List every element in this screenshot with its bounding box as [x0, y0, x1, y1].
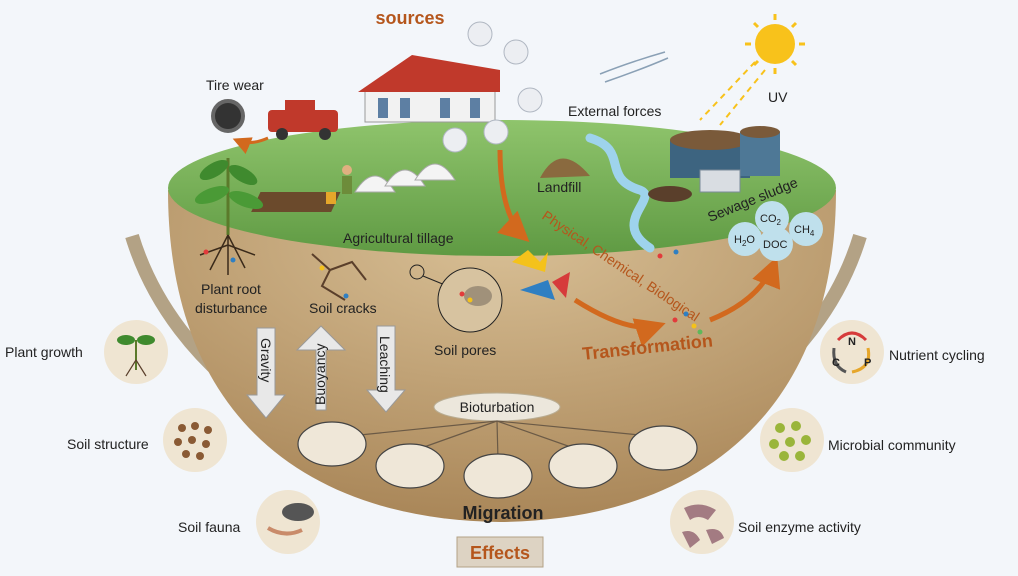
farmhouse-icon [358, 55, 500, 123]
nutrient-c-label: C [832, 357, 840, 369]
tire-wear-arrow [232, 136, 269, 154]
sun-icon [745, 14, 805, 74]
leaching-arrow: Leaching [365, 325, 407, 413]
soil-aggregate-dots [174, 422, 212, 460]
effects-label-box [456, 536, 544, 568]
microplastic-particles [203, 249, 703, 335]
soil-pore-small-icon [409, 264, 425, 280]
soil-pores-label: Soil pores [434, 342, 496, 358]
nutrient-p-label: P [864, 357, 871, 369]
soil-enzyme-activity-icon [670, 490, 734, 554]
gravity-label: Gravity [258, 338, 274, 382]
uv-label: UV [768, 89, 788, 105]
soil-organism-bubbles [297, 421, 698, 499]
greenhouse-icon [354, 163, 456, 193]
plant-growth-label: Plant growth [5, 344, 83, 360]
to-products-arrow [709, 256, 781, 323]
transformation-arrow [573, 297, 666, 347]
enzyme-shapes [682, 504, 724, 548]
soil-cracks-label: Soil cracks [309, 300, 377, 316]
uv-rays [699, 61, 766, 126]
sludge-pile [648, 186, 692, 202]
farmer-icon [326, 165, 352, 204]
products-cluster: CO2 CH4 H2O DOC [728, 201, 823, 261]
wind-icon [599, 51, 669, 83]
tire-wear-label: Tire wear [206, 77, 264, 93]
farm-plot [251, 192, 341, 212]
bioturbation-label: Bioturbation [460, 399, 535, 415]
tire-icon [211, 99, 245, 133]
nutrient-cycling-label: Nutrient cycling [889, 347, 985, 363]
jeep-icon [268, 100, 338, 140]
external-forces-label: External forces [568, 103, 661, 119]
organism-mouse-bubble [548, 443, 618, 489]
migration-label: Migration [463, 503, 544, 523]
sewage-plant-icon [670, 126, 780, 193]
seedling-icon [117, 335, 155, 377]
co2-bubble [755, 201, 789, 235]
source-to-soil-arrow [497, 149, 530, 243]
h2o-label: H2O [734, 234, 755, 248]
co2-label: CO2 [760, 213, 782, 227]
soil-enzyme-activity-label: Soil enzyme activity [738, 519, 861, 535]
organism-insects-bubble [375, 443, 445, 489]
microbe-dots [769, 421, 811, 461]
nutrient-cycling-icon [820, 320, 884, 384]
soil-pore-callout-line [422, 275, 446, 286]
buoyancy-arrow: Buoyancy [295, 325, 347, 411]
nutrient-n-label: N [848, 336, 856, 348]
soil-fauna-icon [256, 490, 320, 554]
organism-earthworm-bubble [463, 453, 533, 499]
landfill-pile [540, 158, 590, 178]
agricultural-tillage-label: Agricultural tillage [343, 230, 454, 246]
doc-label: DOC [763, 239, 788, 251]
buoyancy-label: Buoyancy [312, 344, 328, 405]
plant-icon [194, 158, 264, 275]
gravity-arrow: Gravity [245, 327, 287, 419]
leaching-label: Leaching [377, 336, 393, 393]
plant-root-label-line1: Plant root [201, 281, 261, 297]
fragmentation-icon [512, 250, 570, 300]
organism-mite-bubble [297, 421, 367, 467]
organism-beetle-bubble [628, 425, 698, 471]
landfill-label: Landfill [537, 179, 581, 195]
soil-structure-label: Soil structure [67, 436, 149, 452]
microbial-community-label: Microbial community [828, 437, 956, 453]
soil-cracks-icon [311, 253, 367, 301]
soil-particle [464, 286, 492, 306]
h2o-bubble [728, 222, 762, 256]
doc-bubble [759, 227, 793, 261]
effects-label: Effects [470, 543, 530, 563]
nutrient-cycle-icon: N C P [832, 331, 871, 374]
plant-root-label-line2: disturbance [195, 300, 268, 316]
mouse-worm-icon [266, 503, 314, 536]
sources-title: sources [375, 8, 444, 28]
source-item-bubbles [442, 21, 543, 153]
ch4-bubble [789, 212, 823, 246]
ch4-label: CH4 [794, 224, 815, 238]
soil-fauna-label: Soil fauna [178, 519, 240, 535]
river [585, 133, 655, 253]
